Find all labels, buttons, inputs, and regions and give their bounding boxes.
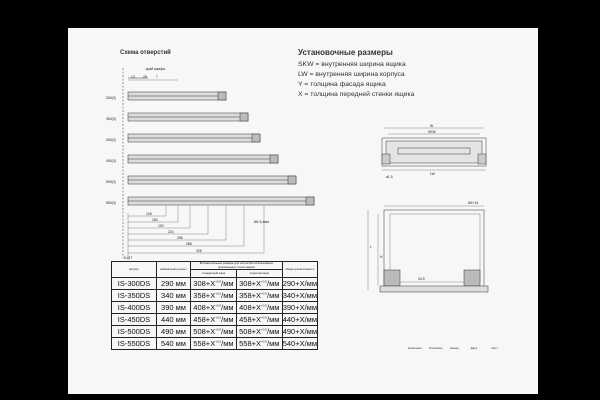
- document-sheet: Схема отверстий Установочные размеры SKW…: [68, 28, 538, 394]
- table-row: IS-350DS 340 мм 358+X+0.5/мм 358+X+0.5/м…: [111, 289, 319, 302]
- rail-label: 350(3): [106, 117, 116, 121]
- rail-label: 500(3): [106, 180, 116, 184]
- table-row: IS-500DS 490 мм 508+X+0.5/мм 508+X+0.5/м…: [111, 325, 319, 338]
- bottom-dim-label: 128: [146, 212, 152, 216]
- cell-length: 490 мм: [156, 325, 191, 338]
- rail-label: 400(3): [106, 138, 116, 142]
- title-block-cell: Описание: [428, 346, 443, 350]
- cell-length: 290 мм: [156, 277, 191, 290]
- legend-item: X = толщина передней стенки ящика: [298, 91, 415, 98]
- dim-lw: LW: [430, 172, 436, 176]
- rail-450: [127, 154, 279, 164]
- title-block-cell: Компания: [408, 346, 422, 350]
- table-row: IS-300DS 290 мм 308+X+0.5/мм 308+X+0.5/м…: [111, 277, 319, 290]
- cell-custom: 308+X+0.5/мм: [235, 277, 283, 290]
- cell-article: IS-400DS: [111, 301, 157, 314]
- cell-standard: 408+X+0.5/мм: [190, 301, 237, 314]
- table-row: IS-550DS 540 мм 558+X+0.5/мм 558+X+0.5/м…: [111, 337, 319, 350]
- cell-standard: 458+X+0.5/мм: [190, 313, 237, 326]
- drill-scheme-title: Схема отверстий: [120, 50, 171, 56]
- top-dim-label: 28: [143, 75, 147, 79]
- rail-550: [127, 196, 315, 206]
- th-group: Вспомогательные размеры для систем без и…: [190, 261, 283, 270]
- rail-350: [127, 112, 249, 122]
- cell-depth: 390+X/мм: [281, 301, 319, 314]
- cell-article: IS-350DS: [111, 289, 157, 302]
- rail-label: 300(3): [106, 96, 116, 100]
- title-block-cell: Лист: [491, 346, 498, 350]
- th-article: артикул: [111, 261, 157, 278]
- bottom-dim-label: 160: [152, 218, 158, 222]
- top-dim-label: 13: [131, 75, 135, 79]
- dim-label: 34.5: [418, 277, 425, 281]
- rail-300: [127, 91, 227, 101]
- dim-label: H: [380, 255, 383, 259]
- th-depth: общая длина ящика L1: [281, 261, 319, 278]
- cell-length: 340 мм: [156, 289, 191, 302]
- title-block-cell: Дата: [470, 346, 478, 350]
- cell-article: IS-550DS: [111, 337, 157, 350]
- dim-label: Ø4+14: [468, 201, 478, 205]
- drawer-front-drawing: [381, 127, 487, 171]
- cell-custom: 358+X+0.5/мм: [235, 289, 283, 302]
- cell-depth: 340+X/мм: [281, 289, 319, 302]
- cell-custom: 458+X+0.5/мм: [235, 313, 283, 326]
- bottom-dim-label: 224: [168, 230, 174, 234]
- cell-custom: 408+X+0.5/мм: [235, 301, 283, 314]
- table-row: IS-400DS 390 мм 408+X+0.5/мм 408+X+0.5/м…: [111, 301, 319, 314]
- setup-title: Установочные размеры: [298, 48, 393, 57]
- dim-skw: SKW: [428, 130, 437, 134]
- bottom-dim-label: 325: [196, 249, 202, 253]
- legend-item: Y = толщина фасада ящика: [298, 81, 386, 88]
- cell-depth: 490+X/мм: [281, 325, 319, 338]
- drill-scheme-drawing: [122, 68, 315, 260]
- table-row: IS-450DS 440 мм 458+X+0.5/мм 458+X+0.5/м…: [111, 313, 319, 326]
- cell-depth: 540+X/мм: [281, 337, 319, 350]
- cell-depth: 440+X/мм: [281, 313, 319, 326]
- cell-standard: 558+X+0.5/мм: [190, 337, 237, 350]
- hole-note: Ø4 5,4мм: [254, 220, 270, 224]
- dim-a: a1.5: [386, 175, 393, 179]
- drawings-svg: край шкафа 13 28 7 300(3) 350(3) 400(3) …: [106, 67, 489, 293]
- cell-length: 440 мм: [156, 313, 191, 326]
- top-dim-label: 7: [156, 75, 158, 79]
- cell-length: 540 мм: [156, 337, 191, 350]
- cell-custom: 558+X+0.5/мм: [235, 337, 283, 350]
- cell-standard: 508+X+0.5/мм: [190, 325, 237, 338]
- cell-length: 390 мм: [156, 301, 191, 314]
- bottom-dim-label: 288: [186, 242, 192, 246]
- th-length: номинальная длина L: [156, 261, 191, 278]
- cell-custom: 508+X+0.5/мм: [235, 325, 283, 338]
- legend-item: LW = внутренняя ширина корпуса: [298, 71, 405, 78]
- th-standard: стандартный ящик: [190, 269, 237, 278]
- dim-label: L: [370, 245, 372, 249]
- spec-table: артикул номинальная длина L Вспомогатель…: [111, 261, 319, 350]
- rail-label: 550(3): [106, 201, 116, 205]
- cell-standard: 358+X+0.5/мм: [190, 289, 237, 302]
- bottom-dim-label: 192: [158, 224, 164, 228]
- rail-500: [127, 175, 297, 185]
- cell-article: IS-300DS: [111, 277, 157, 290]
- rail-label: 450(3): [106, 159, 116, 163]
- title-block: Компания Описание Номер Дата Лист: [408, 346, 511, 350]
- legend-item: SKW = внутренняя ширина ящика: [298, 61, 406, 68]
- cell-article: IS-450DS: [111, 313, 157, 326]
- legend: SKW = внутренняя ширина ящика LW = внутр…: [298, 60, 414, 100]
- dim-w: W: [430, 124, 434, 128]
- cabinet-side-drawing: [367, 205, 489, 293]
- bottom-dim-label: 256: [177, 236, 183, 240]
- cabinet-edge-label: край шкафа: [146, 67, 165, 71]
- bottom-dim-label: D=37: [124, 256, 132, 260]
- title-block-cell: Номер: [449, 346, 459, 350]
- rail-400: [127, 133, 261, 143]
- cell-article: IS-500DS: [111, 325, 157, 338]
- cell-depth: 290+X/мм: [281, 277, 319, 290]
- th-custom: открытый ящик: [235, 269, 283, 278]
- cell-standard: 308+X+0.5/мм: [190, 277, 237, 290]
